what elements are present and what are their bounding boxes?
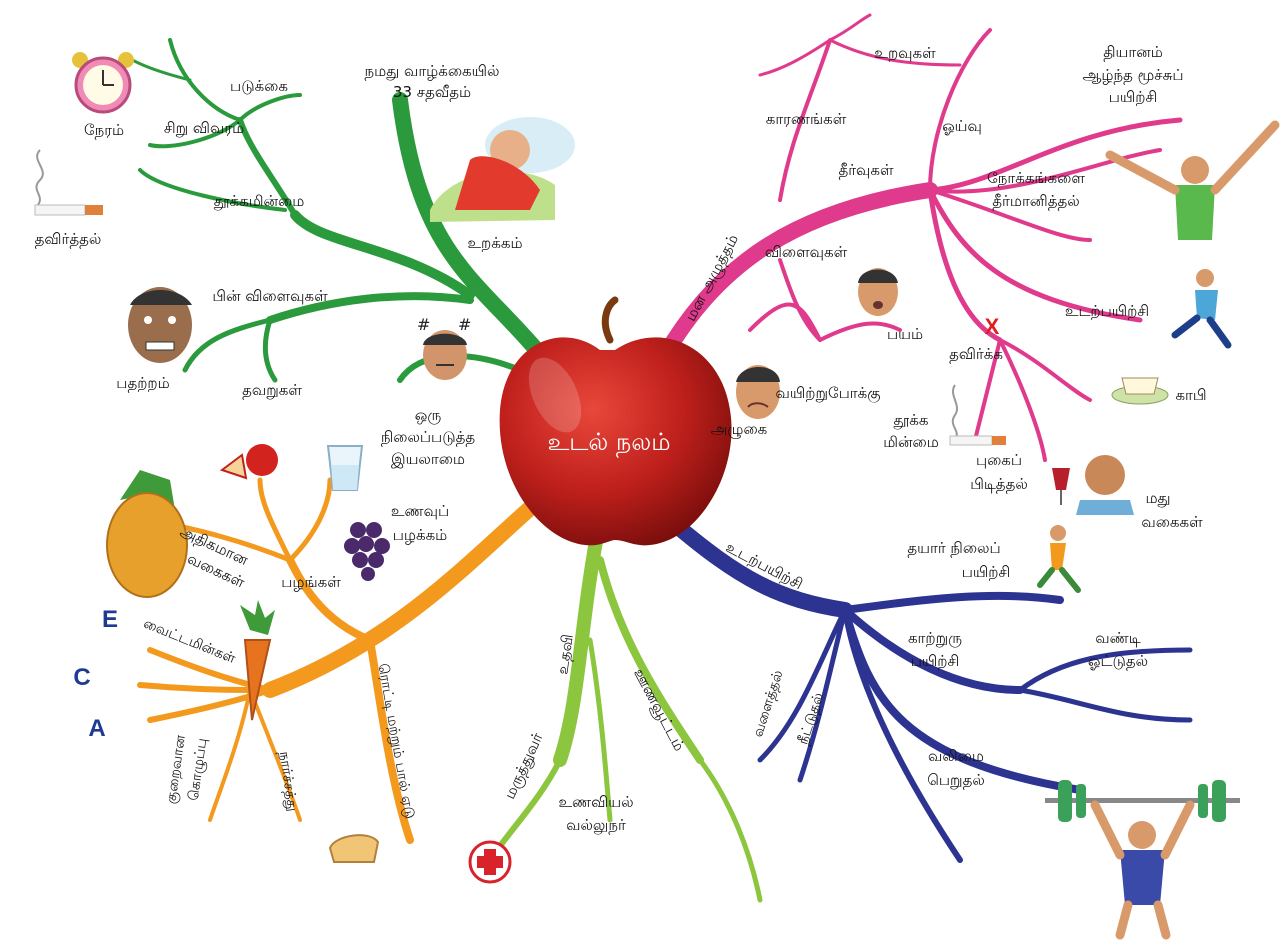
carrot-icon [240,600,275,721]
svg-text:#: # [417,315,430,334]
sleep-time-label: நேரம் [84,121,124,139]
stress-meditation-label-2: ஆழ்ந்த மூச்சுப் [1082,66,1183,84]
sleep-instability-label-3: இயலாமை [391,450,465,468]
sleep-detail-label: சிறு விவரம் [164,119,244,137]
stress-exercise-label: உடற்பயிற்சி [1065,302,1149,320]
center-label: உடல் நலம் [547,428,670,458]
sleeping-boy-illustration [430,117,575,222]
food-habit-label-1: உணவுப் [391,502,449,520]
svg-text:#: # [458,315,471,334]
stress-branch [657,13,1183,462]
bread-icon [328,834,380,863]
stress-goals-label-2: தீர்மானித்தல் [992,192,1079,210]
cigarette-right-icon [949,384,1006,446]
exercise-strength-label-1: வலிமை [928,747,984,765]
exercise-aerobic-label-1: காற்றுரு [908,629,962,647]
sleep-anxiety-label: பதற்றம் [116,374,169,392]
stress-smoke-label-1: புகைப் [976,451,1022,469]
stress-alcohol-label-1: மது [1145,489,1170,507]
stress-causes-label: காரணங்கள் [766,110,847,128]
help-nutrition-label: ஊணவூட்டம் [630,665,689,754]
stress-meditation-label-3: பயிற்சி [1109,88,1158,106]
food-letter-a: A [88,715,105,742]
jogger-illustration [1171,269,1232,349]
food-vitamins-label: வைட்டமின்கள் [141,616,238,668]
stress-effects-label: விளைவுகள் [765,243,848,261]
sleep-insomnia-label: தூக்கமின்மை [214,192,305,211]
food-letter-c: C [73,664,90,691]
fruit-apple-icon [219,444,278,480]
runner-illustration [1037,525,1081,593]
stress-meditation-label-1: தியானம் [1103,43,1163,61]
help-branch [487,513,763,903]
food-fiber-label: நார்ச்சத்து [276,750,300,812]
stress-avoid-label: தவிர்க்க [949,345,1003,363]
grapes-icon [344,522,390,581]
food-lowfat-label-2: கொழுப்பு [186,737,212,802]
water-glass-icon [326,445,364,491]
anxious-face-illustration [128,287,192,363]
weightlifter-illustration [1045,780,1240,940]
stress-smoke-label-2: பிடித்தல் [970,475,1028,493]
wine-man-illustration [1052,455,1134,515]
food-habit-label-2: பழக்கம் [393,526,448,544]
alarm-clock-icon [72,52,134,114]
first-aid-icon [468,840,512,884]
stress-solutions-label: தீர்வுகள் [838,161,894,179]
exercise-warmup-label-2: பயிற்சி [962,563,1011,581]
stress-alcohol-label-2: வகைகள் [1141,513,1203,531]
exercise-strength-label-2: பெறுதல் [927,771,985,789]
coffee-cup-icon [1111,377,1169,405]
crying-face-illustration [736,365,780,419]
stress-x-mark: X [985,314,1000,339]
stress-crying-label: அழுகை [711,420,767,439]
sleep-instability-label-1: ஒரு [415,406,442,424]
sleep-aftereffects-label: பின் விளைவுகள் [212,287,328,305]
help-dietitian-label-1: உணவியல் [558,793,633,811]
exercise-aerobic-label-2: பயிற்சி [911,652,960,670]
help-dietitian-label-2: வல்லுநர் [566,816,626,835]
exercise-bending-label: வளைத்தல் [750,668,787,739]
stress-nosleep-label-2: மின்மை [883,433,939,451]
frustrated-face-illustration: # # [417,315,471,380]
exercise-branch [662,512,1193,863]
sleep-instability-label-2: நிலைப்படுத்த [381,428,476,446]
sleep-percent-label-2: 33 சதவீதம் [393,83,471,101]
exercise-cycling-label-1: வண்டி [1095,629,1140,647]
stress-fear-label: பயம் [887,325,923,343]
exercise-warmup-label-1: தயார் நிலைப் [907,539,1000,557]
cigarette-icon [34,149,103,216]
exercise-cycling-label-2: ஓட்டுதல் [1088,652,1148,670]
apple-illustration [499,296,732,546]
sleep-branch [123,38,553,383]
sleep-main-label: உறக்கம் [467,234,522,252]
stress-rest-label: ஓய்வு [942,117,982,135]
food-letter-e: E [102,606,118,633]
stress-nosleep-label-1: தூக்க [894,411,929,430]
stress-diarrhea-label: வயிற்றுபோக்கு [776,384,881,403]
celebrating-man-illustration [1105,120,1280,240]
sleep-mistakes-label: தவறுகள் [242,381,302,399]
sleep-bed-label: படுக்கை [230,77,288,95]
stress-relations-label: உறவுகள் [874,44,936,62]
stress-goals-label-1: நோக்கங்களை [987,169,1085,187]
pineapple-icon [106,470,188,598]
help-main-label: உதவி [553,633,576,676]
sleep-avoid-label: தவிர்த்தல் [35,230,102,248]
scared-face-illustration [858,268,898,316]
sleep-percent-label: நமது வாழ்க்கையில் [365,62,500,80]
stress-coffee-label: காபி [1175,386,1206,404]
food-fruits-label: பழங்கள் [281,573,341,591]
